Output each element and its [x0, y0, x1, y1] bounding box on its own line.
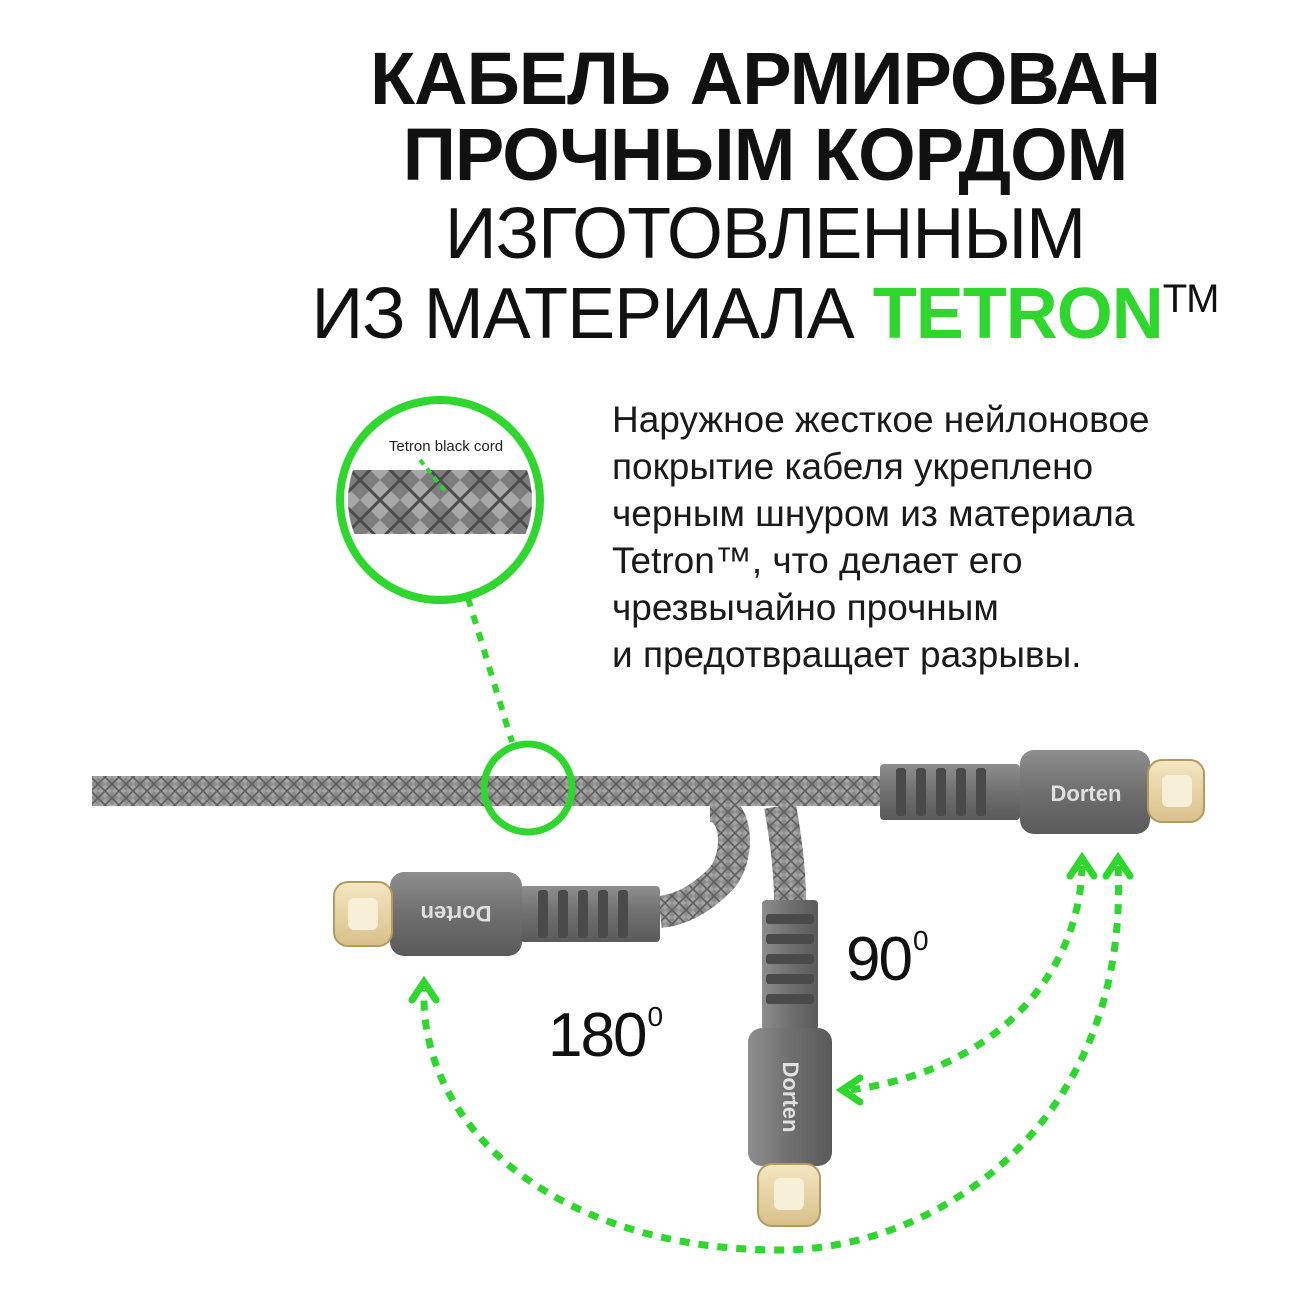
headline-line-1: КАБЕЛЬ АРМИРОВАН — [369, 37, 1161, 120]
arc-180-arrow — [420, 865, 1123, 1254]
highlight-circle — [480, 740, 576, 836]
description-line: чрезвычайно прочным — [612, 587, 999, 628]
angle-180-label: 1800 — [548, 1000, 663, 1071]
headline-line-4: ИЗ МАТЕРИАЛА TETRONTM — [300, 278, 1230, 350]
brand-label-right: Dorten — [1051, 781, 1122, 806]
connector-right: Dorten — [880, 750, 1205, 834]
angle-180-value: 180 — [548, 1001, 647, 1070]
description-line: покрытие кабеля укреплено — [612, 446, 1094, 487]
brand-label-bottom: Dorten — [778, 1062, 803, 1133]
description-line: и предотвращает разрывы. — [612, 634, 1082, 675]
headline-line-3: ИЗГОТОВЛЕННЫМ — [444, 194, 1086, 274]
headline-prefix: ИЗ МАТЕРИАЛА — [311, 274, 873, 354]
angle-90-value: 90 — [846, 925, 913, 994]
headline-line-2: ПРОЧНЫМ КОРДОМ — [402, 113, 1129, 196]
headline: КАБЕЛЬ АРМИРОВАН ПРОЧНЫМ КОРДОМ ИЗГОТОВЛ… — [300, 37, 1230, 351]
main-cable — [92, 776, 894, 806]
arrowhead-180-right — [1102, 851, 1134, 880]
description: Наружное жесткое нейлоновое покрытие каб… — [612, 396, 1252, 678]
connector-bottom: Dorten — [748, 900, 832, 1227]
degree-mark: 0 — [647, 1001, 663, 1032]
arrowhead-90-left — [835, 1074, 864, 1106]
connector-left: Dorten — [333, 872, 660, 956]
arc-90-arrow — [849, 865, 1086, 1094]
arrowhead-90-top — [1066, 851, 1098, 880]
arrowhead-180-left — [408, 975, 440, 1004]
bent-cable-90 — [764, 803, 806, 901]
degree-mark: 0 — [912, 925, 929, 956]
zoom-callout: Tetron black cord — [336, 396, 544, 604]
description-line: черным шнуром из материала — [612, 493, 1135, 534]
headline-brand: TETRON — [872, 274, 1164, 354]
description-line: Наружное жесткое нейлоновое — [612, 399, 1150, 440]
callout-label: Tetron black cord — [389, 438, 503, 455]
description-line: Tetron™, что делает его — [612, 540, 1023, 581]
brand-label-left: Dorten — [421, 901, 492, 926]
bent-cable-180 — [657, 790, 750, 928]
angle-90-label: 900 — [846, 924, 929, 995]
callout-leader-line — [465, 597, 515, 743]
trademark-mark: TM — [1162, 277, 1220, 321]
